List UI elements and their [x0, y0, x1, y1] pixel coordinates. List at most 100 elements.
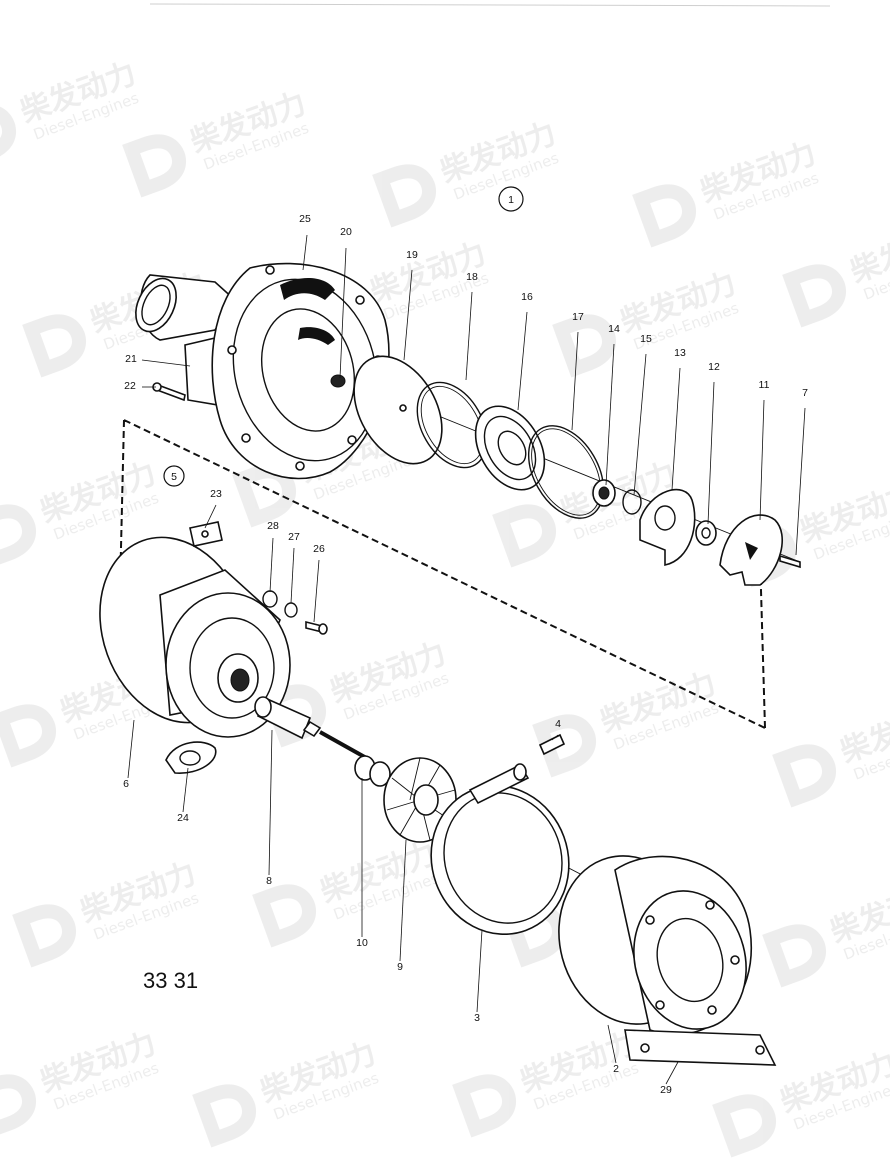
- part-label-3: 3: [474, 1012, 480, 1024]
- part-label-4: 4: [555, 718, 561, 730]
- watermark-logo-icon: [0, 704, 57, 768]
- seal-carrier: [474, 405, 546, 491]
- part-label-11: 11: [759, 379, 770, 391]
- leader-line-9: [399, 839, 407, 962]
- watermark-logo-icon: [0, 104, 17, 168]
- watermark-logo-icon: [772, 744, 837, 808]
- part-label-17: 17: [572, 311, 584, 323]
- leader-line-11: [759, 399, 765, 521]
- shaft-sleeve: [254, 696, 322, 740]
- part-label-6: 6: [123, 778, 129, 790]
- part-label-13: 13: [674, 347, 686, 359]
- group-label-1: 1: [508, 194, 514, 206]
- watermark-logo-icon: [0, 1074, 37, 1138]
- watermark-logo-icon: [122, 134, 187, 198]
- part-label-15: 15: [640, 333, 652, 345]
- leader-line-18: [465, 291, 473, 381]
- leader-line-8: [268, 729, 273, 876]
- watermark-logo-icon: [712, 1094, 777, 1158]
- watermark-logo-icon: [12, 904, 77, 968]
- part-label-22: 22: [124, 380, 136, 392]
- leader-line-7: [795, 407, 806, 556]
- leader-line-14: [605, 343, 615, 486]
- part-label-18: 18: [466, 271, 478, 283]
- leader-line-16: [517, 311, 528, 411]
- leader-line-2: [607, 1024, 617, 1064]
- leader-line-23: [204, 504, 217, 529]
- turbine-wheel: [383, 757, 457, 843]
- leader-line-12: [707, 381, 715, 525]
- leader-line-25: [302, 234, 308, 271]
- part-label-16: 16: [521, 291, 533, 303]
- part-label-10: 10: [356, 937, 368, 949]
- circlip: [416, 381, 488, 469]
- leader-line-19: [403, 269, 413, 361]
- leader-line-15: [633, 353, 647, 496]
- leader-line-13: [671, 367, 681, 491]
- figure-number: 33 31: [143, 968, 198, 993]
- leader-line-17: [571, 331, 579, 431]
- leader-line-4: [551, 734, 559, 741]
- leader-lines: [127, 234, 806, 1085]
- part-label-12: 12: [708, 361, 720, 373]
- watermark-logo-icon: [0, 504, 37, 568]
- gasket-oil: [165, 741, 217, 774]
- thrust-washer: [695, 520, 717, 546]
- watermark-logo-icon: [492, 504, 557, 568]
- watermark-logo-icon: [782, 264, 847, 328]
- part-label-9: 9: [397, 961, 403, 973]
- group-circle-5: 5: [163, 465, 185, 487]
- part-label-25: 25: [299, 213, 311, 225]
- part-label-23: 23: [210, 488, 222, 500]
- screw: [779, 554, 801, 569]
- part-label-27: 27: [288, 531, 300, 543]
- part-label-7: 7: [802, 387, 808, 399]
- watermark-logo-icon: [532, 714, 597, 778]
- watermark-logo-icon: [762, 924, 827, 988]
- part-label-2: 2: [613, 1063, 619, 1075]
- sleeve-and-ring: [592, 479, 642, 515]
- part-label-21: 21: [125, 353, 137, 365]
- watermark-logo-icon: [552, 314, 617, 378]
- watermark-logo-icon: [452, 1074, 517, 1138]
- part-label-24: 24: [177, 812, 189, 824]
- leader-line-21: [141, 359, 191, 367]
- deflector-plate: [719, 514, 783, 586]
- watermark-logo-icon: [632, 184, 697, 248]
- part-label-28: 28: [267, 520, 279, 532]
- leader-line-27: [290, 547, 295, 604]
- part-label-8: 8: [266, 875, 272, 887]
- leader-line-20: [339, 247, 347, 379]
- part-label-19: 19: [406, 249, 418, 261]
- v-band-clamp: [430, 733, 570, 936]
- part-labels: 2520191816171415131211721222328272646248…: [123, 213, 808, 1096]
- leader-line-26: [313, 559, 320, 623]
- back-plate: [353, 355, 443, 465]
- turbine-housing: [558, 855, 777, 1066]
- part-label-29: 29: [660, 1084, 672, 1096]
- group-circle-1: 1: [498, 186, 524, 212]
- leader-line-6: [127, 719, 135, 779]
- watermark-logo-icon: [192, 1084, 257, 1148]
- part-label-20: 20: [340, 226, 352, 238]
- watermark-logo-icon: [22, 314, 87, 378]
- thrust-bearing: [639, 488, 696, 566]
- part-label-14: 14: [608, 323, 620, 335]
- gasket-small-top: [189, 521, 223, 547]
- leader-line-29: [665, 1061, 679, 1085]
- leader-line-24: [182, 767, 189, 813]
- compressor-housing: [135, 262, 390, 480]
